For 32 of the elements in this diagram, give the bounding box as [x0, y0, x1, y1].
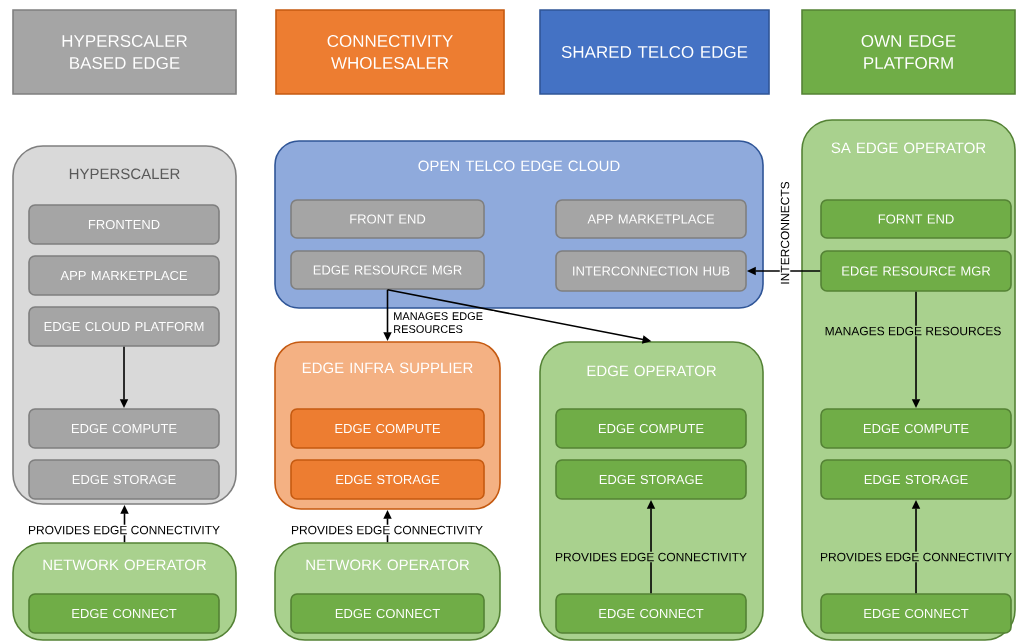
category-header: CONNECTIVITY WHOLESALER	[275, 9, 505, 95]
component-box: EDGE CONNECT	[555, 593, 747, 634]
component-box: EDGE COMPUTE	[28, 408, 220, 449]
category-header: OWN EDGE PLATFORM	[801, 9, 1016, 95]
component-box: EDGE CONNECT	[820, 593, 1012, 634]
edge-label: PROVIDES EDGE CONNECTIVITY	[290, 524, 484, 536]
component-box: EDGE RESOURCE MGR	[290, 250, 485, 290]
component-box: EDGE STORAGE	[555, 459, 747, 500]
edge-label: PROVIDES EDGE CONNECTIVITY	[27, 524, 221, 536]
edge-label: MANAGES EDGE RESOURCES	[823, 325, 1003, 337]
component-box: EDGE STORAGE	[28, 459, 220, 500]
edge-label: MANAGES EDGE RESOURCES	[392, 311, 495, 334]
component-box: EDGE RESOURCE MGR	[820, 250, 1012, 292]
component-box: EDGE COMPUTE	[290, 408, 485, 449]
component-box: FRONT END	[290, 199, 485, 239]
component-box: EDGE CONNECT	[28, 593, 220, 634]
category-header: SHARED TELCO EDGE	[539, 9, 770, 95]
component-box: EDGE COMPUTE	[820, 408, 1012, 449]
component-box: EDGE CONNECT	[290, 593, 485, 634]
component-box: EDGE STORAGE	[290, 459, 485, 500]
component-box: EDGE CLOUD PLATFORM	[28, 306, 220, 347]
edge-label: PROVIDES EDGE CONNECTIVITY	[819, 551, 1014, 563]
component-box: FRONTEND	[28, 204, 220, 245]
category-header: HYPERSCALER BASED EDGE	[12, 9, 237, 95]
component-box: APP MARKETPLACE	[28, 255, 220, 296]
component-box: EDGE STORAGE	[820, 459, 1012, 500]
component-box: EDGE COMPUTE	[555, 408, 747, 449]
component-box: APP MARKETPLACE	[555, 199, 747, 239]
component-box: FORNT END	[820, 199, 1012, 239]
edge-label: PROVIDES EDGE CONNECTIVITY	[554, 551, 749, 563]
edge-label: INTERCONNECTS	[779, 180, 791, 286]
component-box: INTERCONNECTION HUB	[555, 250, 747, 292]
